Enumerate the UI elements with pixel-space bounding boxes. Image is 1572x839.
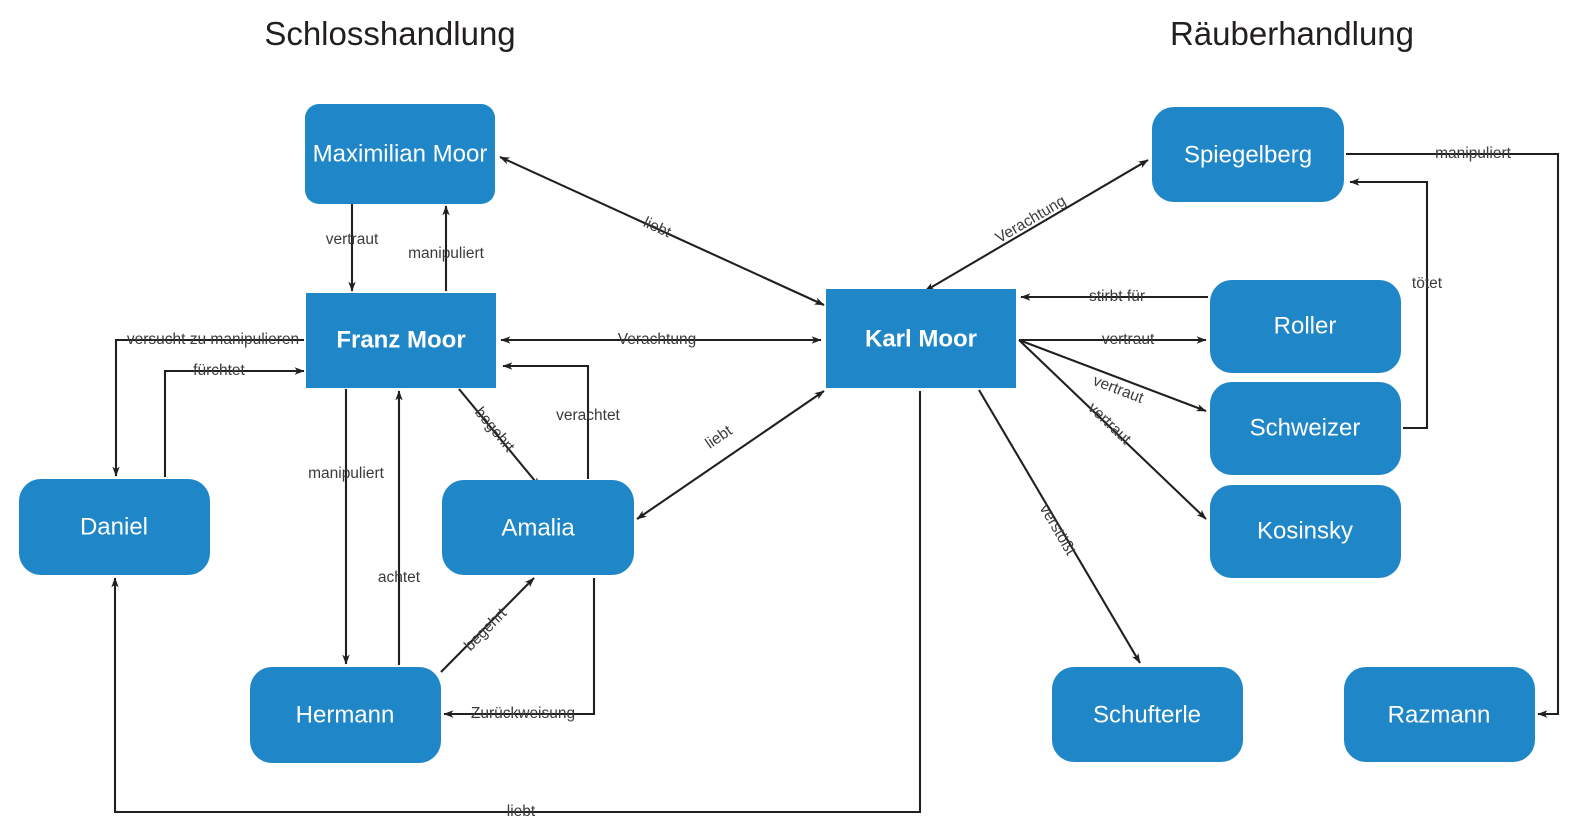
section-title-right: Räuberhandlung	[1170, 15, 1414, 52]
node-box[interactable]	[1210, 280, 1401, 373]
edge-label: vertraut	[1084, 399, 1134, 448]
edge-label: Verachtung	[993, 192, 1069, 246]
edge-label: begehrt	[461, 605, 511, 655]
edge-label: manipuliert	[308, 465, 385, 482]
node-spiegelberg[interactable]: Spiegelberg	[1152, 107, 1344, 202]
edge-label: versucht zu manipulieren	[127, 331, 299, 348]
edge-vertraut-max-franz: vertraut	[326, 204, 379, 292]
edge-versucht-zu-manipulieren: versucht zu manipulieren	[112, 331, 304, 477]
node-label: Roller	[1274, 312, 1337, 339]
edge-label: tötet	[1412, 275, 1443, 292]
node-kosinsky[interactable]: Kosinsky	[1210, 485, 1401, 578]
edge-achtet: achtet	[378, 390, 421, 665]
node-karl-moor[interactable]: Karl Moor	[826, 289, 1016, 388]
node-label: Franz Moor	[336, 326, 465, 353]
edge-label: manipuliert	[408, 245, 485, 262]
edge-label: vertraut	[326, 231, 379, 248]
edge-liebt-karl-amalia: liebt	[636, 390, 825, 520]
node-label: Razmann	[1388, 701, 1491, 728]
node-label: Karl Moor	[865, 325, 977, 352]
edge-liebt-max-karl: liebt	[499, 156, 825, 306]
edge-begehrt-franz-amalia: begehrt	[458, 388, 541, 488]
node-label: Hermann	[296, 701, 395, 728]
node-box[interactable]	[19, 479, 210, 575]
node-box[interactable]	[1210, 485, 1401, 578]
edge-liebt-karl-daniel: liebt	[111, 391, 922, 820]
node-box[interactable]	[1052, 667, 1243, 762]
node-label: Schweizer	[1250, 414, 1361, 441]
edge-label: verachtet	[556, 407, 620, 424]
node-schufterle[interactable]: Schufterle	[1052, 667, 1243, 762]
edge-manipuliert-spiegelberg-razmann: manipuliert	[1346, 145, 1560, 718]
edge-fuerchtet: fürchtet	[163, 362, 305, 477]
node-hermann[interactable]: Hermann	[250, 667, 441, 763]
edge-label: begehrt	[471, 404, 518, 456]
edge-label: vertraut	[1102, 331, 1155, 348]
edge-label: achtet	[378, 569, 421, 586]
node-box[interactable]	[250, 667, 441, 763]
node-roller[interactable]: Roller	[1210, 280, 1401, 373]
edge-vertraut-karl-roller: vertraut	[1019, 331, 1207, 348]
node-maximilian-moor[interactable]: Maximilian Moor	[305, 104, 495, 204]
edge-label: liebt	[702, 422, 736, 452]
edge-vertraut-karl-kosinsky: vertraut	[1018, 339, 1207, 520]
edge-verachtung-franz-karl: Verachtung	[500, 331, 822, 348]
node-label: Kosinsky	[1257, 517, 1353, 544]
node-amalia[interactable]: Amalia	[442, 480, 634, 575]
edge-begehrt-hermann-amalia: begehrt	[440, 577, 535, 673]
node-box[interactable]	[1344, 667, 1535, 762]
node-box[interactable]	[306, 293, 496, 388]
edge-verachtet: verachtet	[502, 362, 621, 479]
node-box[interactable]	[1152, 107, 1344, 202]
section-title-left: Schlosshandlung	[264, 15, 515, 52]
node-franz-moor[interactable]: Franz Moor	[306, 293, 496, 388]
node-label: Daniel	[80, 513, 148, 540]
node-label: Amalia	[501, 514, 575, 541]
edge-vertraut-karl-schweizer: vertraut	[1018, 339, 1207, 412]
node-schweizer[interactable]: Schweizer	[1210, 382, 1401, 475]
edge-label: Verachtung	[618, 331, 696, 348]
node-box[interactable]	[305, 104, 495, 204]
node-label: Spiegelberg	[1184, 141, 1312, 168]
edge-label: Zurückweisung	[471, 705, 575, 722]
node-box[interactable]	[442, 480, 634, 575]
edge-label: stirbt für	[1089, 288, 1145, 305]
edge-toetet: tötet	[1349, 178, 1443, 430]
edge-label: liebt	[507, 803, 536, 820]
edge-label: liebt	[641, 214, 675, 242]
node-daniel[interactable]: Daniel	[19, 479, 210, 575]
edge-label: manipuliert	[1435, 145, 1512, 162]
node-layer: Maximilian Moor Franz Moor Karl Moor Dan…	[19, 104, 1535, 763]
edge-verachtung-karl-spiegelberg: Verachtung	[924, 159, 1149, 292]
edge-manipuliert-franz-max: manipuliert	[408, 205, 485, 291]
edge-manipuliert-franz-hermann: manipuliert	[308, 389, 385, 665]
edge-zurueckweisung: Zurückweisung	[443, 578, 596, 722]
node-razmann[interactable]: Razmann	[1344, 667, 1535, 762]
node-label: Schufterle	[1093, 701, 1201, 728]
node-box[interactable]	[826, 289, 1016, 388]
node-label: Maximilian Moor	[313, 140, 488, 167]
node-box[interactable]	[1210, 382, 1401, 475]
edge-label: fürchtet	[193, 362, 245, 379]
edge-stirbt-fuer: stirbt für	[1020, 288, 1208, 305]
edge-label: verstößt	[1036, 501, 1079, 558]
